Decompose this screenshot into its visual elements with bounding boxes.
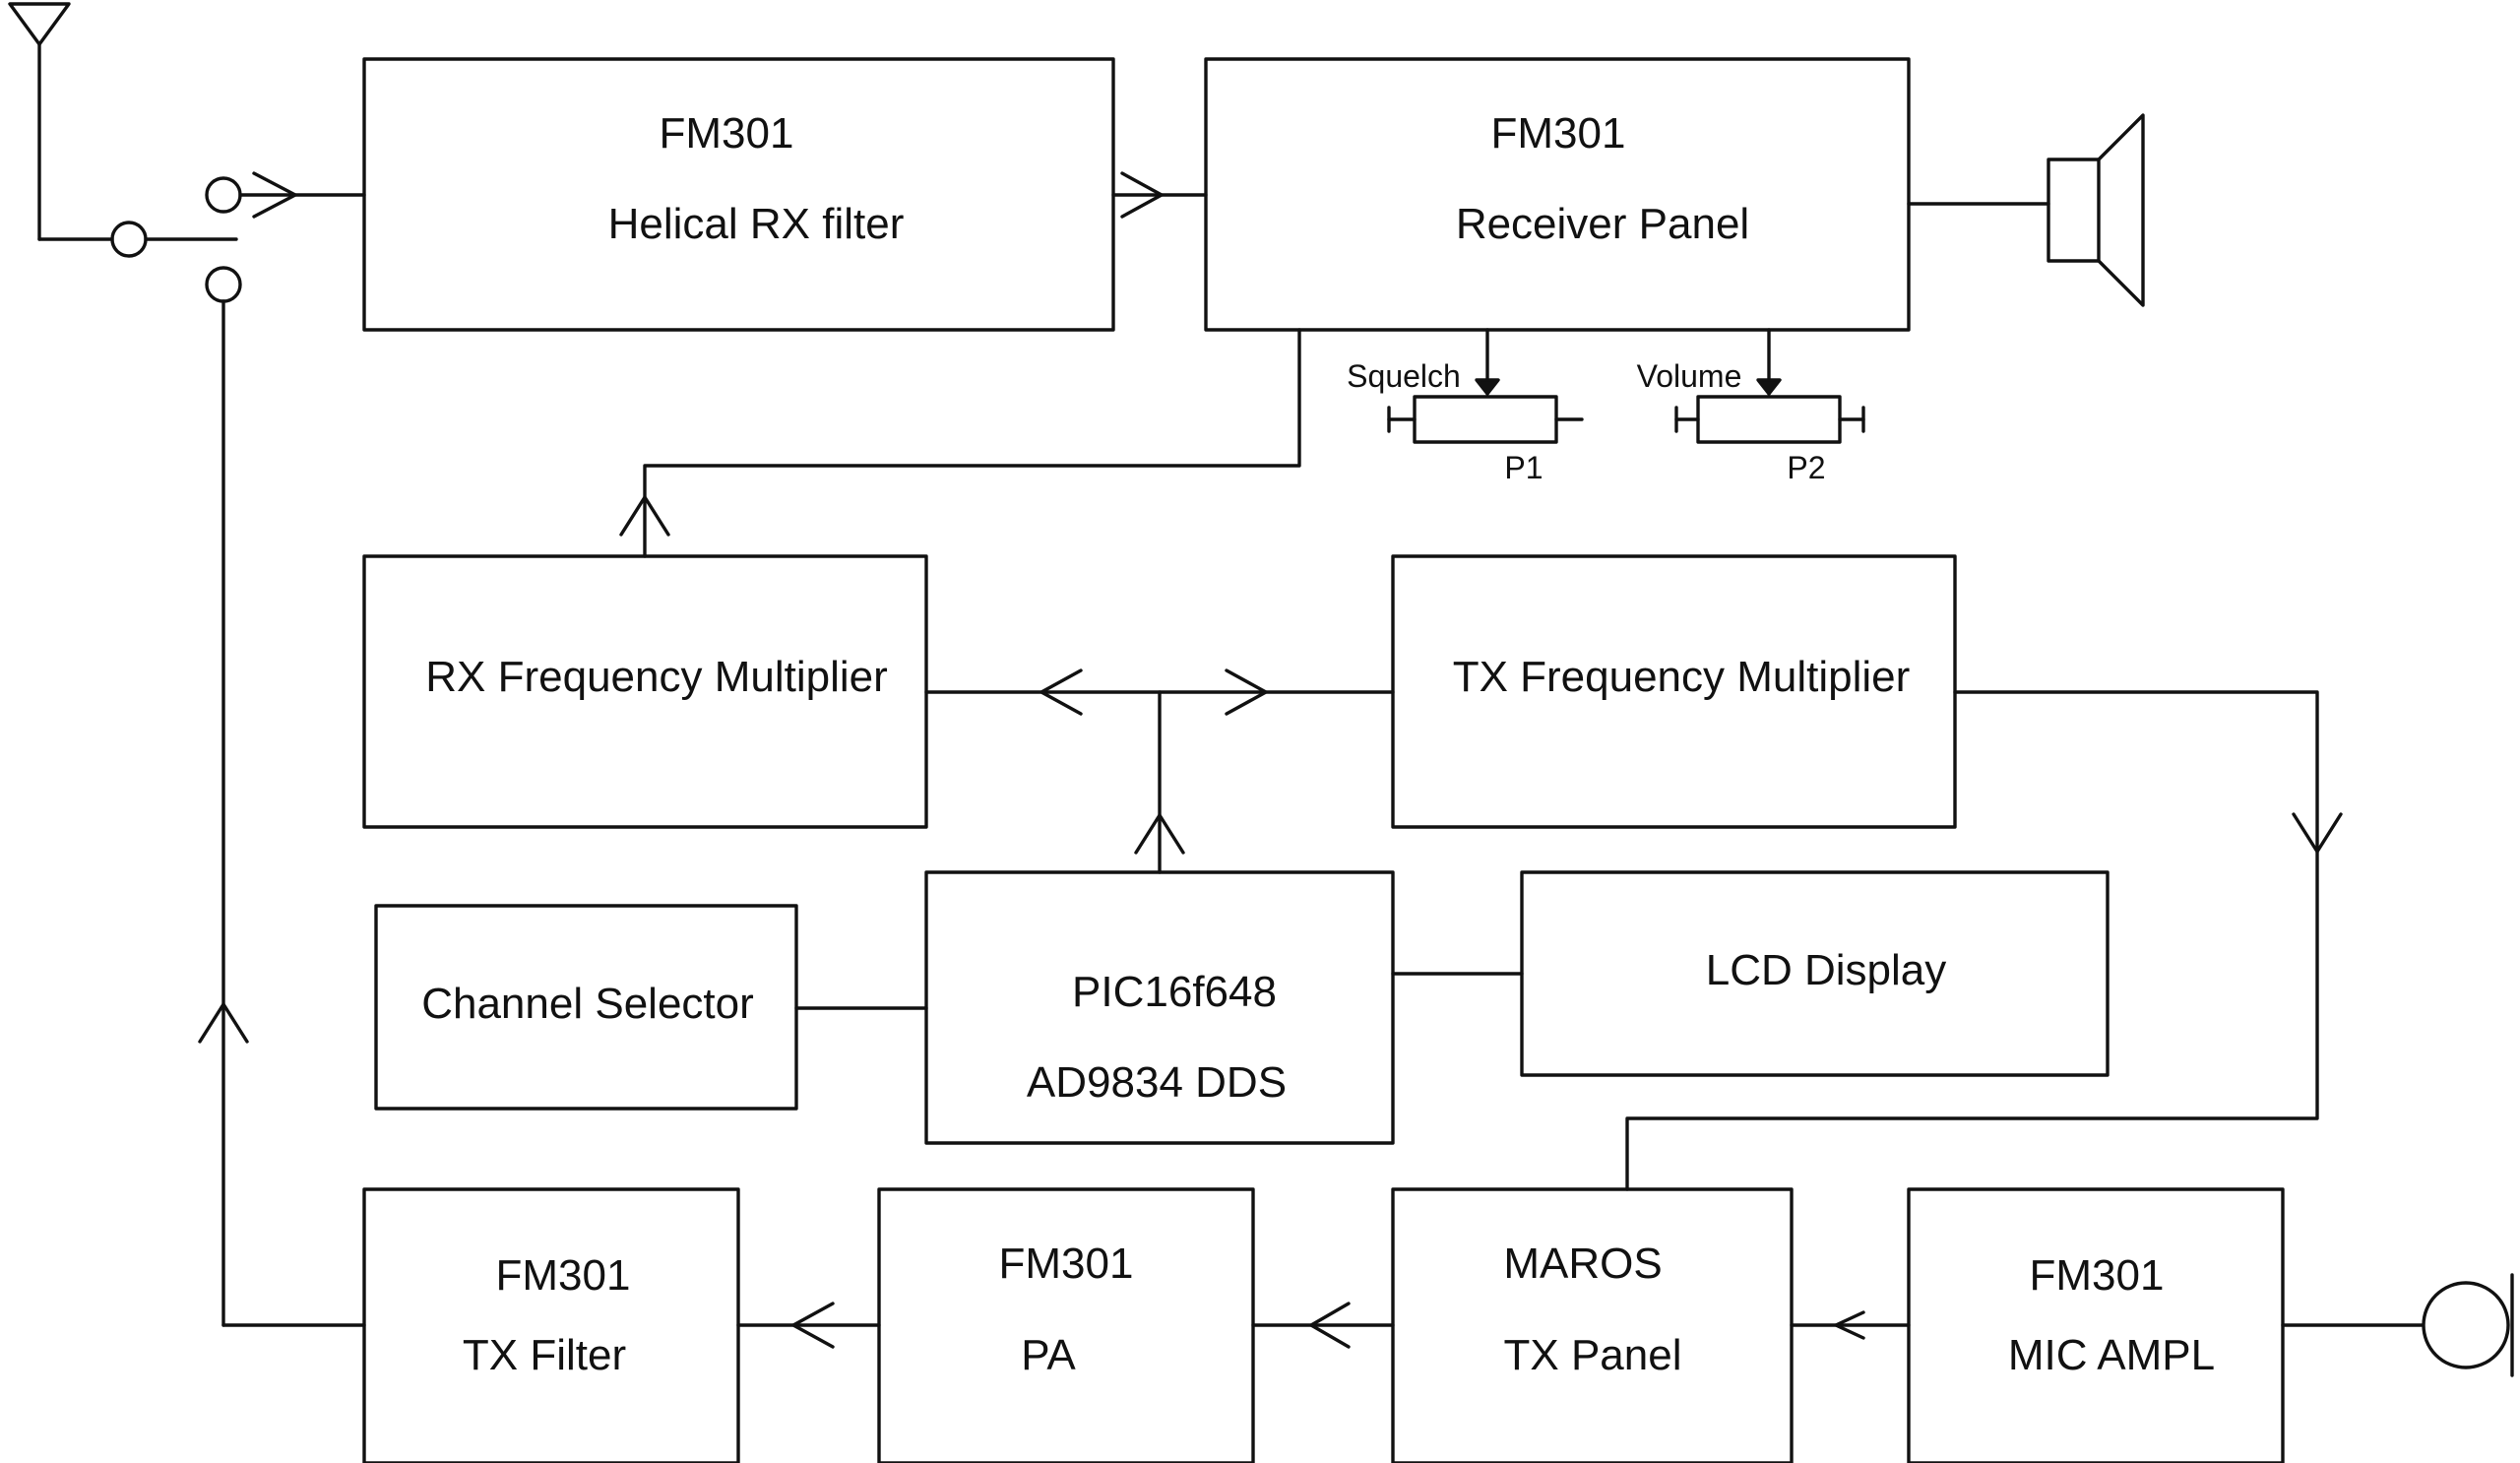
p1-label: P1 [1504,450,1543,485]
arrow-left-icon [1040,668,1083,716]
receiver-line1: FM301 [1491,109,1626,158]
channel-selector-block: Channel Selector [374,904,798,1111]
wire-rxmult-to-receiver [643,328,1301,558]
tx-mult-label: TX Frequency Multiplier [1453,653,1911,701]
arrow-left-icon [791,1302,835,1349]
arrow-left-icon [1309,1302,1351,1349]
tx-filter-line1: FM301 [496,1251,631,1300]
arrow-right-icon [1120,171,1164,219]
tx-panel-line1: MAROS [1503,1240,1662,1288]
tx-filter-block: FM301 TX Filter [362,1187,740,1463]
mic-ampl-line1: FM301 [2030,1251,2165,1300]
speaker-icon [2047,113,2145,307]
volume-potentiometer: Volume P2 [1637,328,1865,485]
tx-panel-block: MAROS TX Panel [1391,1187,1794,1463]
wire-txmult-to-txpanel [1625,690,2319,1191]
p2-label: P2 [1787,450,1825,485]
pa-line2: PA [1021,1331,1076,1379]
helical-rx-filter-block: FM301 Helical RX filter [362,57,1115,332]
pic-line1: PIC16f648 [1072,968,1277,1016]
pic-line2: AD9834 DDS [1027,1058,1287,1107]
tr-switch-icon [110,176,242,303]
tx-filter-line2: TX Filter [463,1331,626,1379]
arrow-down-icon [2292,812,2343,854]
pa-block: FM301 PA [877,1187,1255,1463]
mic-ampl-line2: MIC AMPL [2008,1331,2215,1379]
tx-panel-line2: TX Panel [1504,1331,1682,1379]
arrow-left-icon [1834,1310,1865,1340]
pic-dds-block: PIC16f648 AD9834 DDS [924,870,1395,1145]
arrow-right-icon [1225,668,1268,716]
receiver-line2: Receiver Panel [1456,200,1749,248]
arrow-up-icon [198,1002,249,1044]
rx-frequency-multiplier-block: RX Frequency Multiplier [362,554,928,829]
antenna-icon [8,2,114,241]
volume-label: Volume [1637,358,1742,394]
pa-line1: FM301 [999,1240,1134,1288]
tx-frequency-multiplier-block: TX Frequency Multiplier [1391,554,1957,829]
arrow-up-icon [1134,813,1185,855]
helical-line1: FM301 [660,109,794,158]
lcd-display-block: LCD Display [1520,870,2110,1077]
arrow-up-icon [619,495,670,537]
microphone-icon [2422,1273,2514,1377]
receiver-panel-block: FM301 Receiver Panel [1204,57,1911,332]
channel-label: Channel Selector [421,980,754,1028]
helical-line2: Helical RX filter [608,200,905,248]
lcd-label: LCD Display [1706,946,1947,994]
arrow-right-icon [252,171,297,219]
mic-ampl-block: FM301 MIC AMPL [1907,1187,2285,1463]
rx-mult-label: RX Frequency Multiplier [425,653,888,701]
squelch-label: Squelch [1347,358,1461,394]
squelch-potentiometer: Squelch P1 [1347,328,1584,485]
